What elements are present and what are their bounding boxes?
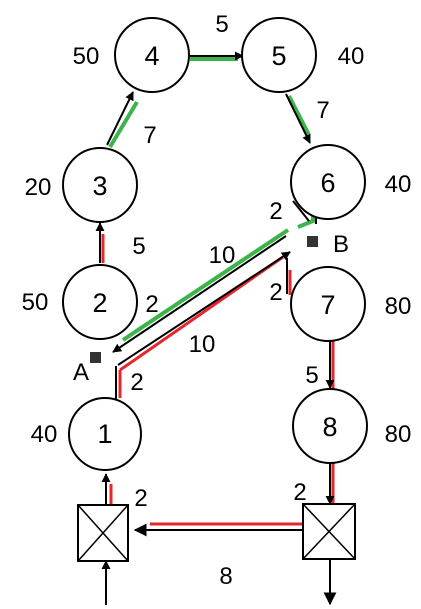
- point-A: A: [73, 352, 101, 386]
- edge-label-8-box: 2: [293, 479, 306, 506]
- point-B: B: [307, 231, 349, 258]
- node-3-circle: [62, 147, 138, 223]
- node-7: 7 80: [290, 266, 412, 342]
- edge-label-A-B: 10: [189, 331, 216, 358]
- node-8-value: 80: [385, 421, 412, 448]
- edge-label-5-6: 7: [316, 97, 329, 124]
- edge-label-box-box: 8: [219, 563, 232, 590]
- node-6: 6 40: [290, 144, 412, 220]
- node-8: 8 80: [292, 388, 412, 464]
- node-3: 3 20: [25, 147, 138, 223]
- edge-label-B-A: 10: [209, 242, 236, 269]
- node-7-circle: [290, 266, 366, 342]
- edge-B-6-branch: [292, 200, 310, 222]
- junction-box-left-cross-2: [77, 504, 129, 562]
- node-3-value: 20: [25, 174, 52, 201]
- point-A-marker: [90, 352, 101, 363]
- node-6-circle: [290, 144, 366, 220]
- point-A-label: A: [73, 359, 89, 386]
- green-segment-3-4: [108, 100, 139, 149]
- node-5-label: 5: [271, 41, 286, 71]
- node-1-value: 40: [31, 421, 58, 448]
- node-6-label: 6: [320, 168, 335, 198]
- edge-label-B-7: 2: [269, 279, 282, 306]
- green-segment-B-A: [121, 228, 290, 342]
- edge-label-box-1: 2: [134, 485, 147, 512]
- node-4-value: 50: [73, 43, 100, 70]
- node-8-label: 8: [322, 412, 337, 442]
- node-2-value: 50: [22, 289, 49, 316]
- node-7-label: 7: [320, 290, 335, 320]
- node-5: 5 40: [241, 17, 365, 93]
- node-7-value: 80: [385, 293, 412, 320]
- edge-label-3-4: 7: [143, 122, 156, 149]
- node-1-circle: [68, 397, 142, 471]
- point-B-marker: [307, 236, 318, 247]
- node-2: 2 50: [22, 264, 138, 340]
- junction-box-right: [302, 503, 356, 560]
- node-1: 1 40: [31, 397, 142, 471]
- edge-A-B: [117, 251, 291, 366]
- node-4-circle: [114, 17, 190, 93]
- edge-5-6: [285, 93, 311, 144]
- node-5-value: 40: [338, 43, 365, 70]
- junction-box-right-cross-2: [302, 503, 356, 560]
- edge-label-2-3: 5: [132, 233, 145, 260]
- node-3-label: 3: [92, 171, 107, 201]
- node-6-value: 40: [385, 171, 412, 198]
- node-2-circle: [62, 264, 138, 340]
- edge-3-4: [106, 91, 134, 146]
- red-segment-A-B: [119, 255, 284, 372]
- node-8-circle: [292, 388, 368, 464]
- point-B-label: B: [333, 231, 349, 258]
- edge-label-4-5: 5: [215, 11, 228, 38]
- edge-label-7-8: 5: [305, 362, 318, 389]
- edge-B-A: [112, 235, 287, 353]
- edge-label-A-2: 2: [145, 291, 158, 318]
- edge-label-1-A: 2: [130, 369, 143, 396]
- junction-box-left: [77, 504, 129, 562]
- node-4: 4 50: [73, 17, 190, 93]
- node-5-circle: [241, 17, 317, 93]
- node-1-label: 1: [97, 419, 112, 449]
- edge-label-6-B: 2: [269, 198, 282, 225]
- green-segment-5-6: [287, 95, 311, 136]
- edge-labels: 5 7 5 7 2 2 10 10 2 2 5 2 2 8: [130, 11, 329, 590]
- node-2-label: 2: [92, 288, 107, 318]
- node-4-label: 4: [144, 41, 159, 71]
